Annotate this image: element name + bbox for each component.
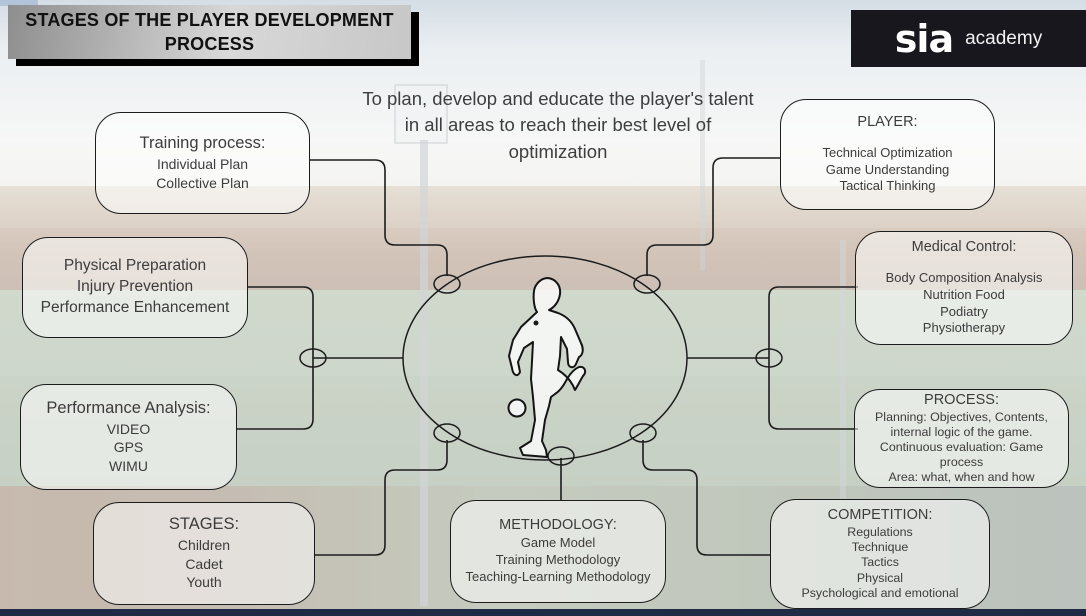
connection-node bbox=[433, 423, 461, 443]
football-icon bbox=[507, 398, 527, 418]
box-line: Planning: Objectives, Contents, internal… bbox=[875, 409, 1048, 439]
box-line: Tactics bbox=[861, 555, 899, 570]
box-stages: STAGES: Children Cadet Youth bbox=[93, 502, 315, 605]
box-line: GPS bbox=[113, 439, 144, 456]
floodlight-pole bbox=[840, 240, 846, 500]
box-line: Regulations bbox=[847, 525, 913, 540]
box-line: Podiatry bbox=[940, 303, 988, 319]
box-line: Cadet bbox=[185, 555, 223, 572]
box-heading: PLAYER: bbox=[857, 113, 918, 130]
box-line: Individual Plan bbox=[156, 156, 249, 173]
box-competition: COMPETITION: Regulations Technique Tacti… bbox=[770, 499, 990, 609]
box-training-process: Training process: Individual Plan Collec… bbox=[95, 112, 310, 214]
box-line: Technique bbox=[851, 540, 909, 555]
box-line: Physical Preparation bbox=[63, 257, 207, 275]
box-line: WIMU bbox=[109, 457, 148, 474]
floodlight-pole bbox=[700, 60, 705, 270]
box-line: Technical Optimization bbox=[822, 144, 953, 160]
connection-node bbox=[755, 348, 783, 368]
box-heading: Training process: bbox=[139, 134, 266, 153]
box-line: Game Model bbox=[520, 535, 596, 551]
connection-node bbox=[547, 446, 575, 466]
box-line: Tactical Thinking bbox=[839, 178, 936, 194]
bottom-accent-bar bbox=[0, 609, 1086, 616]
logo-suffix-text: academy bbox=[965, 27, 1043, 49]
slide-subtitle: To plan, develop and educate the player'… bbox=[362, 88, 754, 162]
connector-training-process bbox=[310, 159, 448, 276]
box-line: Game Understanding bbox=[825, 161, 950, 177]
box-line: Collective Plan bbox=[156, 174, 249, 191]
box-heading: PROCESS: bbox=[924, 391, 999, 408]
connection-node bbox=[633, 274, 661, 294]
box-player: PLAYER: Technical Optimization Game Unde… bbox=[780, 99, 995, 210]
box-line: Physical bbox=[856, 570, 904, 585]
box-line: Body Composition Analysis bbox=[885, 269, 1043, 285]
box-heading: Performance Analysis: bbox=[46, 398, 211, 417]
box-line: Physiotherapy bbox=[922, 320, 1006, 336]
box-methodology: METHODOLOGY: Game Model Training Methodo… bbox=[450, 500, 666, 603]
connection-node bbox=[433, 274, 461, 294]
box-line: Injury Prevention bbox=[76, 278, 194, 296]
connector-left-bracket bbox=[237, 286, 314, 430]
connection-node bbox=[629, 423, 657, 443]
box-line: Continuous evaluation: Game process bbox=[879, 439, 1044, 470]
connector-stages bbox=[315, 440, 448, 556]
box-process: PROCESS: Planning: Objectives, Contents,… bbox=[854, 389, 1069, 488]
box-heading: COMPETITION: bbox=[827, 507, 933, 524]
slide-title-text: STAGES OF THE PLAYER DEVELOPMENT PROCESS bbox=[25, 9, 394, 54]
box-line: Youth bbox=[186, 574, 222, 591]
box-heading: Medical Control: bbox=[911, 238, 1017, 255]
box-heading: STAGES: bbox=[168, 515, 240, 534]
box-medical-control: Medical Control: Body Composition Analys… bbox=[855, 231, 1073, 345]
box-heading: METHODOLOGY: bbox=[499, 517, 617, 534]
box-line: Children bbox=[177, 537, 231, 554]
logo-brand-text: sia bbox=[894, 16, 954, 61]
slide-title: STAGES OF THE PLAYER DEVELOPMENT PROCESS bbox=[8, 5, 411, 59]
player-silhouette-icon bbox=[507, 277, 587, 458]
connector-competition bbox=[642, 440, 770, 556]
box-physical-preparation: Physical Preparation Injury Prevention P… bbox=[22, 237, 248, 338]
box-line: Area: what, when and how bbox=[888, 470, 1035, 485]
box-line: VIDEO bbox=[106, 420, 151, 437]
sky-photo-sliver bbox=[0, 0, 38, 6]
box-line: Performance Enhancement bbox=[40, 298, 230, 316]
connection-node bbox=[299, 348, 327, 368]
box-performance-analysis: Performance Analysis: VIDEO GPS WIMU bbox=[20, 384, 237, 490]
box-line: Psychological and emotional bbox=[801, 585, 959, 600]
connector-player bbox=[646, 157, 780, 276]
box-line: Training Methodology bbox=[495, 552, 621, 568]
sia-academy-logo: sia academy bbox=[851, 10, 1086, 67]
chest-badge-dot bbox=[533, 320, 539, 326]
floodlight-pole bbox=[420, 140, 428, 606]
box-line: Nutrition Food bbox=[923, 286, 1005, 302]
box-line: Teaching-Learning Methodology bbox=[465, 568, 651, 584]
